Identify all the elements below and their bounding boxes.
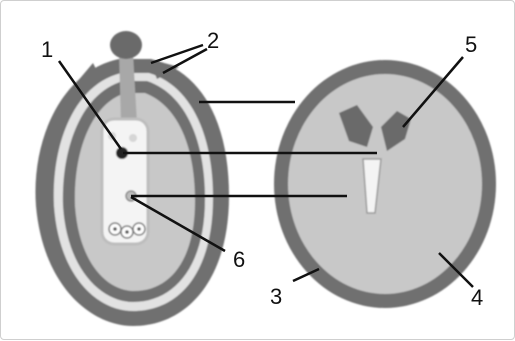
ovule-left [35, 31, 229, 326]
synergid-b [129, 134, 137, 142]
pointer-label-2b [163, 49, 207, 73]
seed-right [274, 60, 496, 308]
label-3: 3 [270, 284, 282, 309]
endosperm [288, 74, 482, 294]
label-5: 5 [465, 32, 477, 57]
pollen-grain [110, 31, 142, 59]
label-2: 2 [207, 28, 219, 53]
label-4: 4 [471, 285, 483, 310]
pointer-label-2a [151, 45, 203, 63]
label-6: 6 [233, 247, 245, 272]
label-1: 1 [41, 37, 53, 62]
